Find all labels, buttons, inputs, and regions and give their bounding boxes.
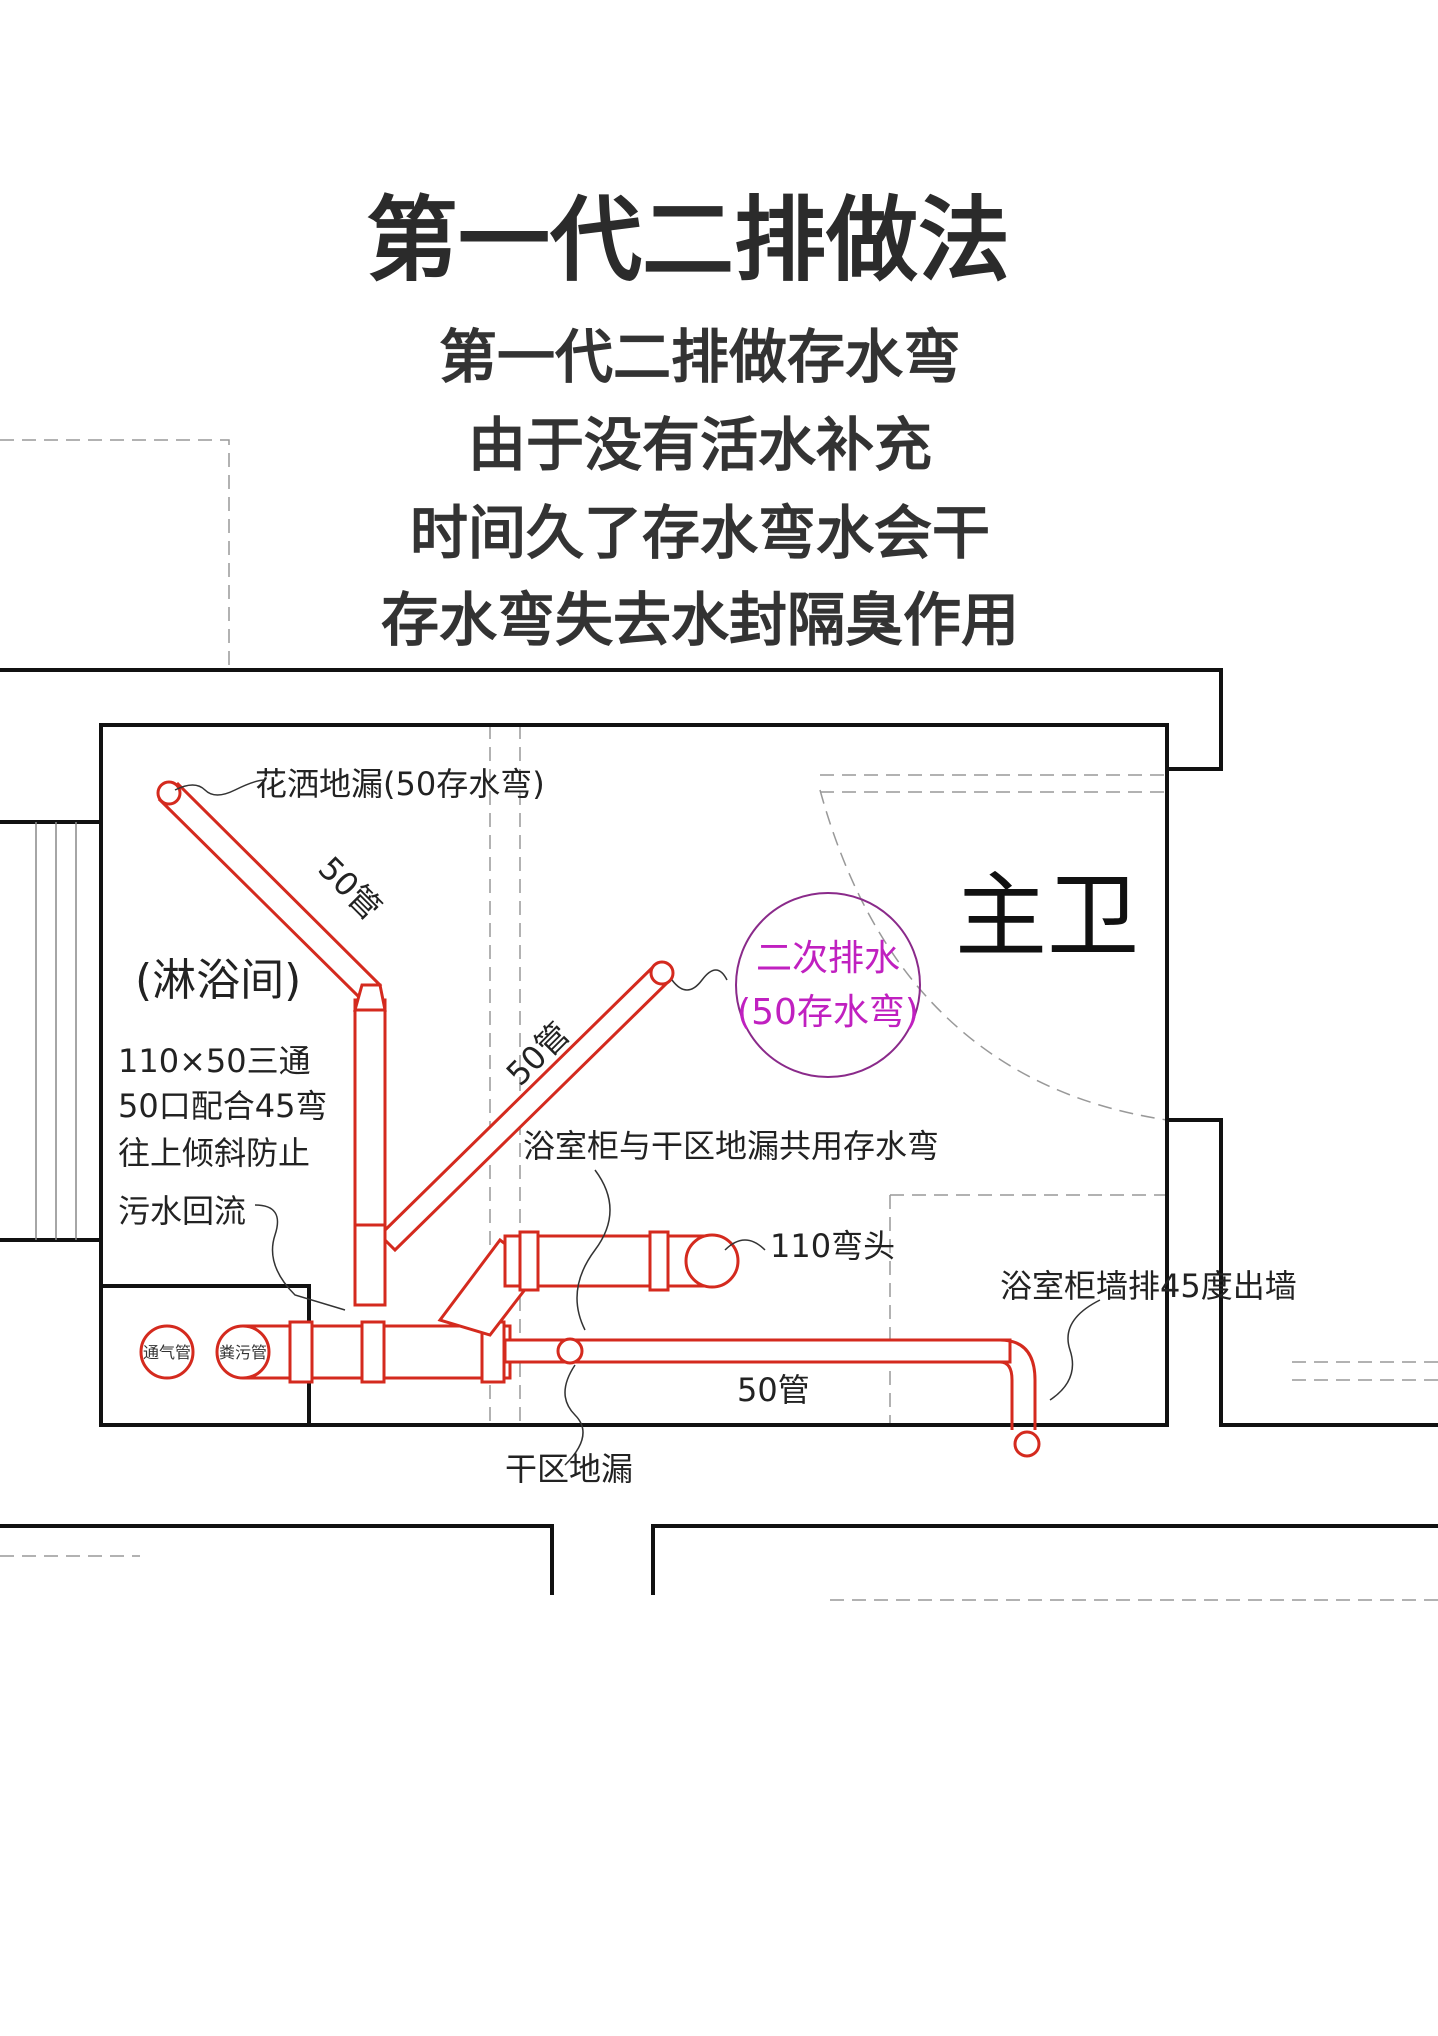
- subtitle-line-1: 第一代二排做存水弯: [439, 323, 961, 391]
- pipe50-label-c: 50管: [737, 1371, 810, 1409]
- page-title: 第一代二排做法: [366, 187, 1010, 294]
- tee-note-line-2: 50口配合45弯: [118, 1087, 327, 1125]
- secondary-drain-callout: [735, 892, 921, 1078]
- leader-lines: [174, 779, 1101, 1466]
- vent-pipe-circle: [139, 1324, 195, 1380]
- elbow110-label: 110弯头: [770, 1227, 895, 1265]
- subtitle-line-4: 存水弯失去水封隔臭作用: [381, 586, 1019, 654]
- tee-note-line-4: 污水回流: [118, 1192, 246, 1230]
- sewage-pipe-circle: [215, 1324, 271, 1380]
- master-bath-label: 主卫: [955, 863, 1139, 970]
- cabinet-wall-label: 浴室柜墙排45度出墙: [1000, 1267, 1297, 1305]
- secondary-drain-label-2: (50存水弯): [737, 992, 919, 1033]
- tee-note-line-3: 往上倾斜防止: [118, 1134, 310, 1172]
- secondary-drain-label-1: 二次排水: [756, 938, 900, 979]
- pipes: [139, 780, 1041, 1458]
- subtitle-line-3: 时间久了存水弯水会干: [410, 499, 990, 567]
- vent-pipe-label: 通气管: [143, 1343, 191, 1362]
- dry-drain-label: 干区地漏: [505, 1450, 633, 1488]
- shower-room-label: (淋浴间): [135, 955, 301, 1006]
- shared-trap-label: 浴室柜与干区地漏共用存水弯: [523, 1127, 939, 1165]
- subtitle-line-2: 由于没有活水补充: [468, 411, 932, 479]
- shower-drain-label: 花洒地漏(50存水弯): [255, 765, 545, 803]
- sewage-pipe-label: 粪污管: [219, 1343, 267, 1362]
- pipe50-label-a: 50管: [311, 849, 389, 927]
- tee-note-line-1: 110×50三通: [118, 1042, 311, 1080]
